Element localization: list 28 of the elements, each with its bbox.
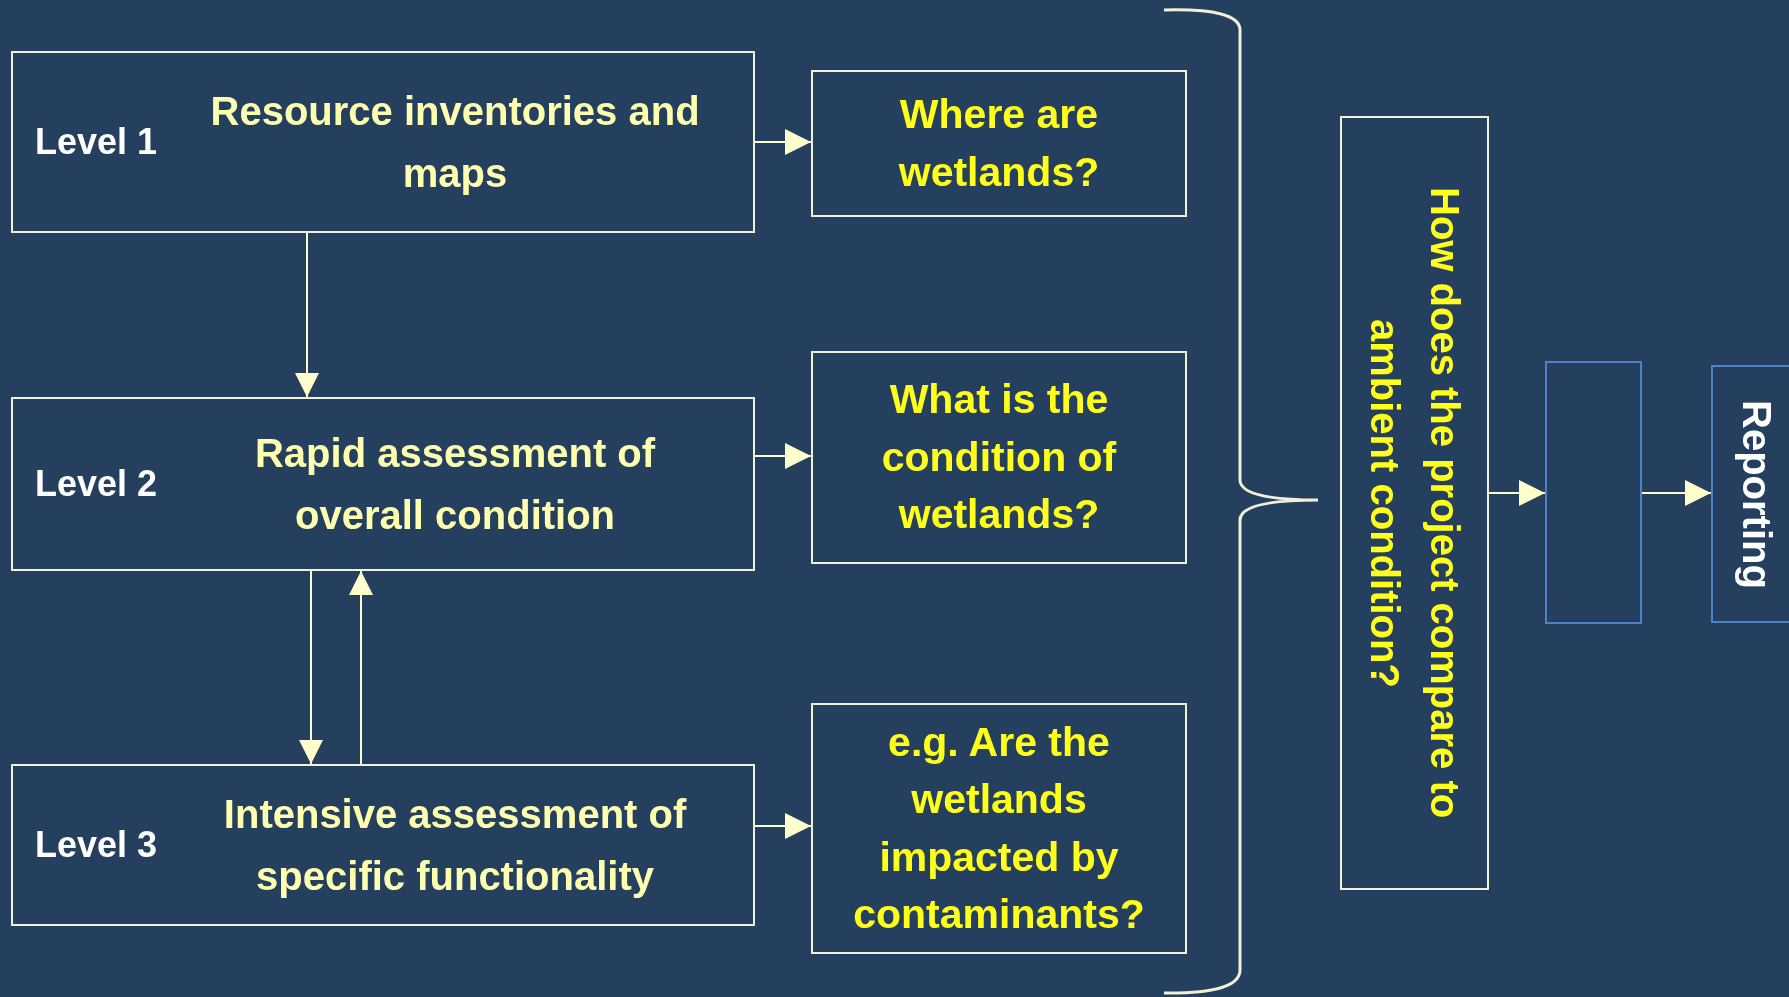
level-box xyxy=(11,51,755,233)
step-text: Rapid assessment of overall condition xyxy=(253,430,657,539)
arrow xyxy=(754,813,812,839)
arrow xyxy=(1488,480,1546,506)
arrow xyxy=(1641,480,1712,506)
step-text: Resource inventories and maps xyxy=(209,88,701,197)
question-box xyxy=(811,70,1187,217)
level-label: Level 3 xyxy=(35,824,158,866)
level-box xyxy=(11,397,755,571)
arrow xyxy=(754,443,812,469)
arrow xyxy=(349,570,373,765)
arrow xyxy=(295,232,319,398)
level-label: Level 2 xyxy=(35,463,158,505)
level-label: Level 1 xyxy=(35,121,158,163)
question-text: How does the project compare to ambient condition? xyxy=(1361,186,1468,821)
question-text: What is the condition of wetlands? xyxy=(880,375,1118,540)
question-text: Where are wetlands? xyxy=(897,90,1101,197)
arrow xyxy=(299,570,323,765)
step-text: Intensive assessment of specific functionality xyxy=(222,791,688,900)
empty-box xyxy=(1545,361,1642,624)
question-box xyxy=(811,351,1187,564)
level-box xyxy=(11,764,755,926)
question-box xyxy=(811,703,1187,954)
arrow xyxy=(754,129,812,155)
question-text: e.g. Are the wetlands impacted by contaminants? xyxy=(852,717,1146,939)
vertical-box xyxy=(1711,365,1789,623)
output-label: Reporting xyxy=(1734,399,1780,589)
vertical-box xyxy=(1340,116,1489,890)
